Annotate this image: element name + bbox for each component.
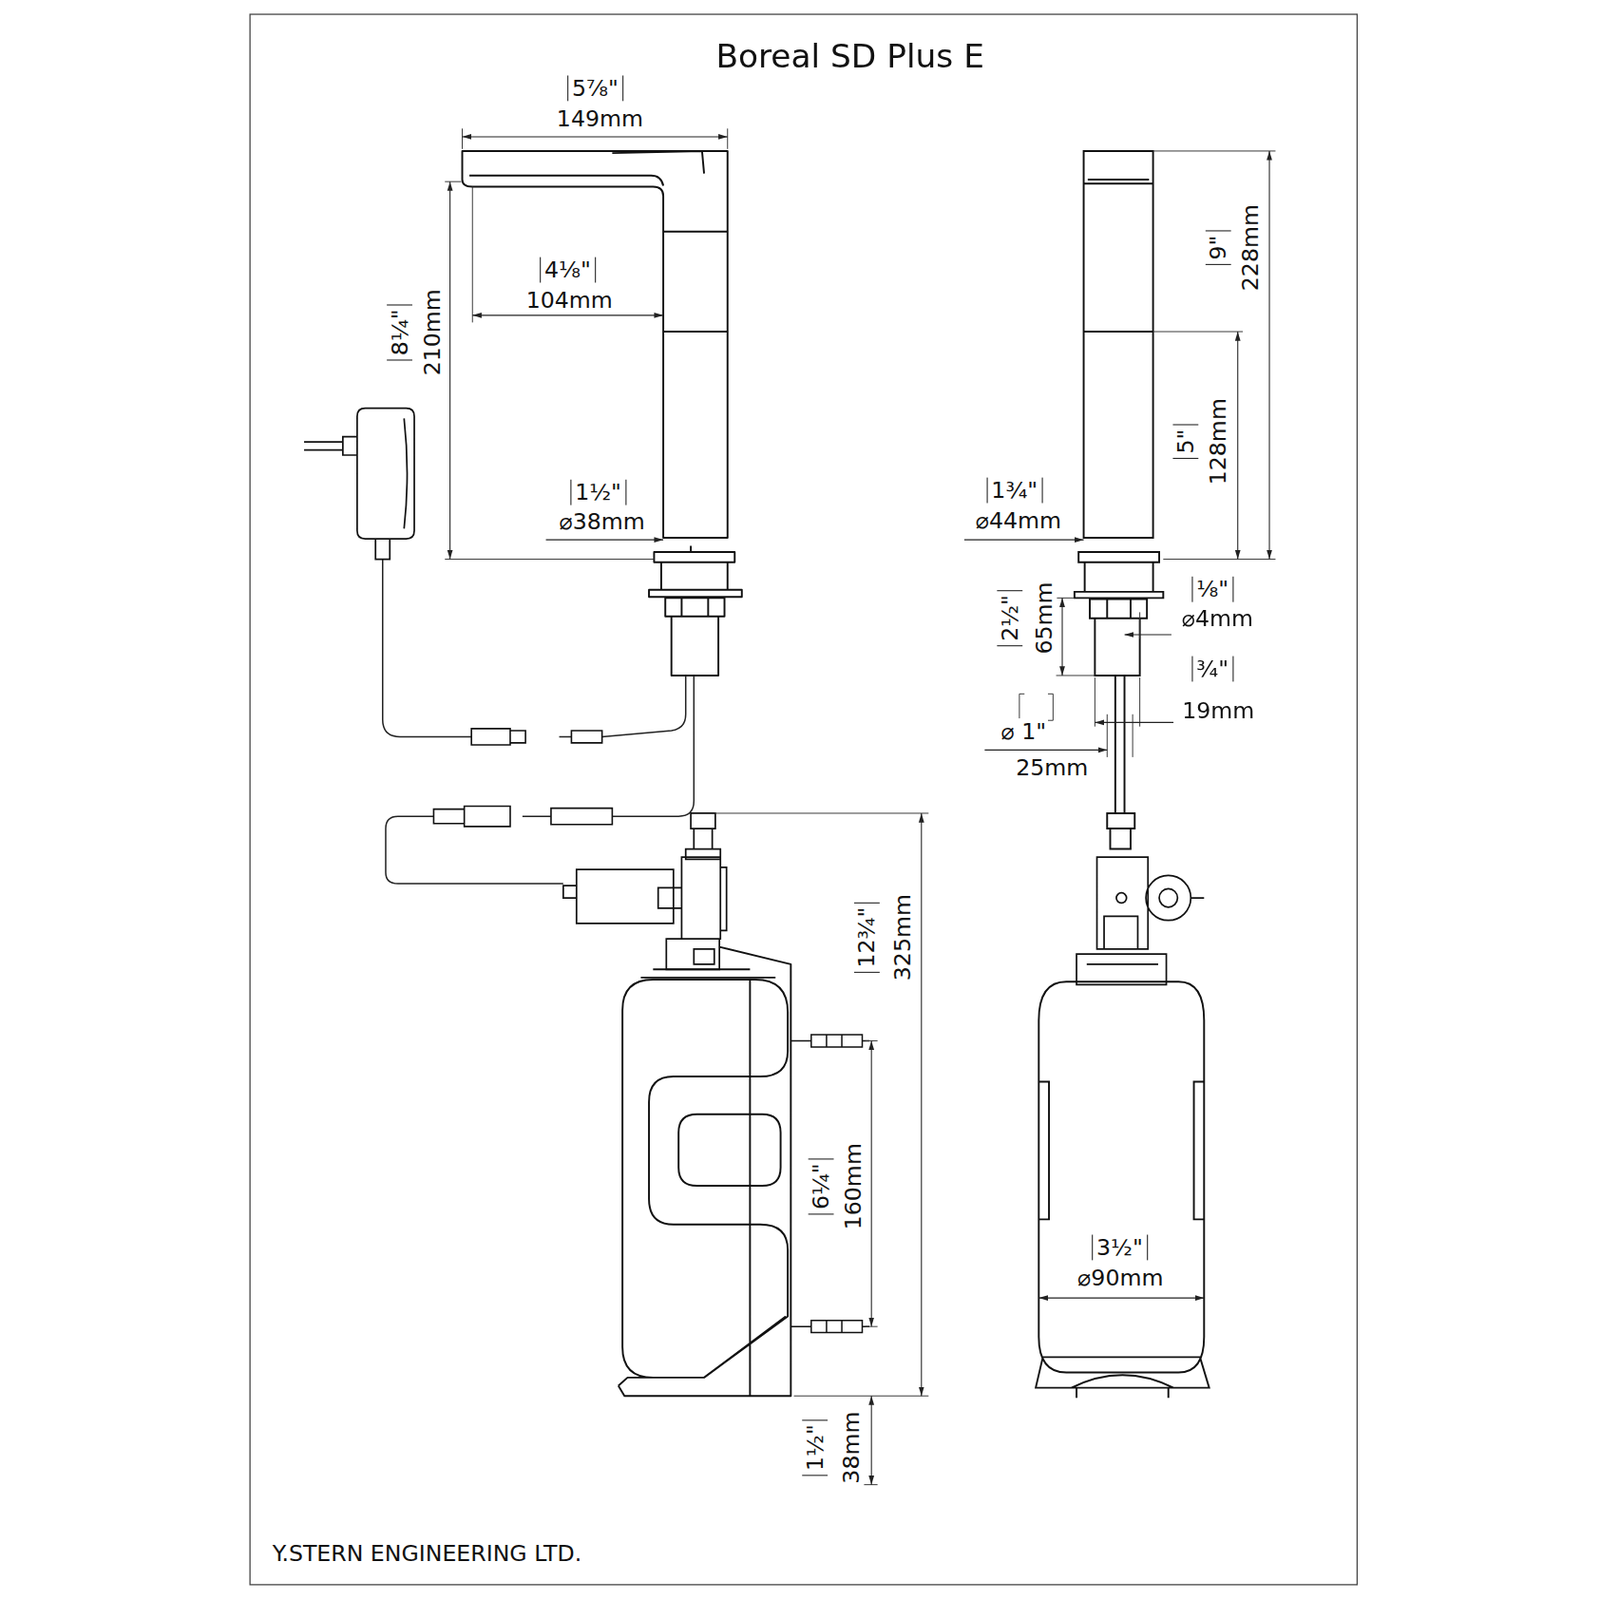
dimension-inch: 5" xyxy=(1172,423,1199,459)
dimension-metric: 128mm xyxy=(1204,395,1231,486)
dimension-line xyxy=(964,539,1085,541)
extension-line xyxy=(444,128,1276,1485)
cable xyxy=(382,559,695,885)
sheet-frame xyxy=(249,14,1357,1585)
dimension-line xyxy=(449,181,451,559)
dimension-metric: 160mm xyxy=(839,1140,866,1231)
dimension-line xyxy=(1268,151,1270,560)
dimension-inch: 4⅛" xyxy=(539,256,597,283)
dimension-inch: 1¾" xyxy=(986,476,1044,503)
dimension-inch: 12¾" xyxy=(853,901,879,973)
faucet-side-view xyxy=(462,151,743,676)
drawing-title: Boreal SD Plus E xyxy=(715,37,984,77)
dimension-inch: 9" xyxy=(1205,229,1232,266)
company-note: Y.STERN ENGINEERING LTD. xyxy=(270,1540,585,1566)
dimension-line xyxy=(1038,1297,1204,1299)
dimension-line xyxy=(871,1395,873,1485)
mounting-pin xyxy=(790,1034,870,1334)
dimension-metric: 149mm xyxy=(554,105,646,132)
dimension-line xyxy=(1094,722,1174,724)
dimension-line xyxy=(871,1040,873,1327)
faucet-front-view xyxy=(1074,151,1163,850)
dimension-line xyxy=(1124,633,1172,635)
dimension-inch: 6¼" xyxy=(807,1157,834,1215)
dimension-line xyxy=(1061,597,1063,676)
dimension-inch: 5⅞" xyxy=(567,75,625,101)
dimension-inch: 3½" xyxy=(1091,1234,1149,1260)
dimension-inch: ⅛" xyxy=(1191,575,1235,602)
dimension-metric: 25mm xyxy=(1013,754,1090,781)
dimension-metric: 38mm xyxy=(838,1409,864,1486)
solenoid-valve xyxy=(563,813,727,970)
dimension-inch: ¾" xyxy=(1191,655,1235,682)
valve-assembly-front xyxy=(1076,857,1204,985)
dimension-metric: ⌀4mm xyxy=(1180,605,1257,631)
dimension-line xyxy=(920,813,922,1396)
dimension-metric: ⌀38mm xyxy=(556,508,648,534)
dimension-metric: ⌀90mm xyxy=(1075,1264,1166,1291)
dimension-inch: 1½" xyxy=(801,1418,828,1476)
dimension-metric: ⌀44mm xyxy=(973,507,1065,534)
dimension-line xyxy=(1237,331,1239,559)
dimension-metric: 228mm xyxy=(1237,201,1263,292)
dimension-line xyxy=(462,135,728,137)
dimension-metric: ⌀ 1" xyxy=(998,718,1048,744)
dimension-metric: 210mm xyxy=(419,285,445,377)
dimension-metric: 325mm xyxy=(889,891,915,982)
dimension-inch: 1½" xyxy=(570,478,628,505)
dimension-inch: 8¼" xyxy=(386,303,413,361)
dimension-inch: 2½" xyxy=(996,589,1023,647)
dimension-line xyxy=(472,314,664,316)
connector xyxy=(433,728,612,827)
dimension-metric: 19mm xyxy=(1180,697,1257,724)
dimension-lines xyxy=(450,136,1270,1486)
dimension-line xyxy=(546,539,665,541)
soap-tank-side xyxy=(618,947,792,1397)
dimension-metric: 104mm xyxy=(523,286,614,313)
dimension-metric: 65mm xyxy=(1030,579,1057,656)
soap-tank-front xyxy=(1035,981,1210,1398)
dimension-line xyxy=(984,749,1107,751)
power-adapter xyxy=(304,408,415,560)
